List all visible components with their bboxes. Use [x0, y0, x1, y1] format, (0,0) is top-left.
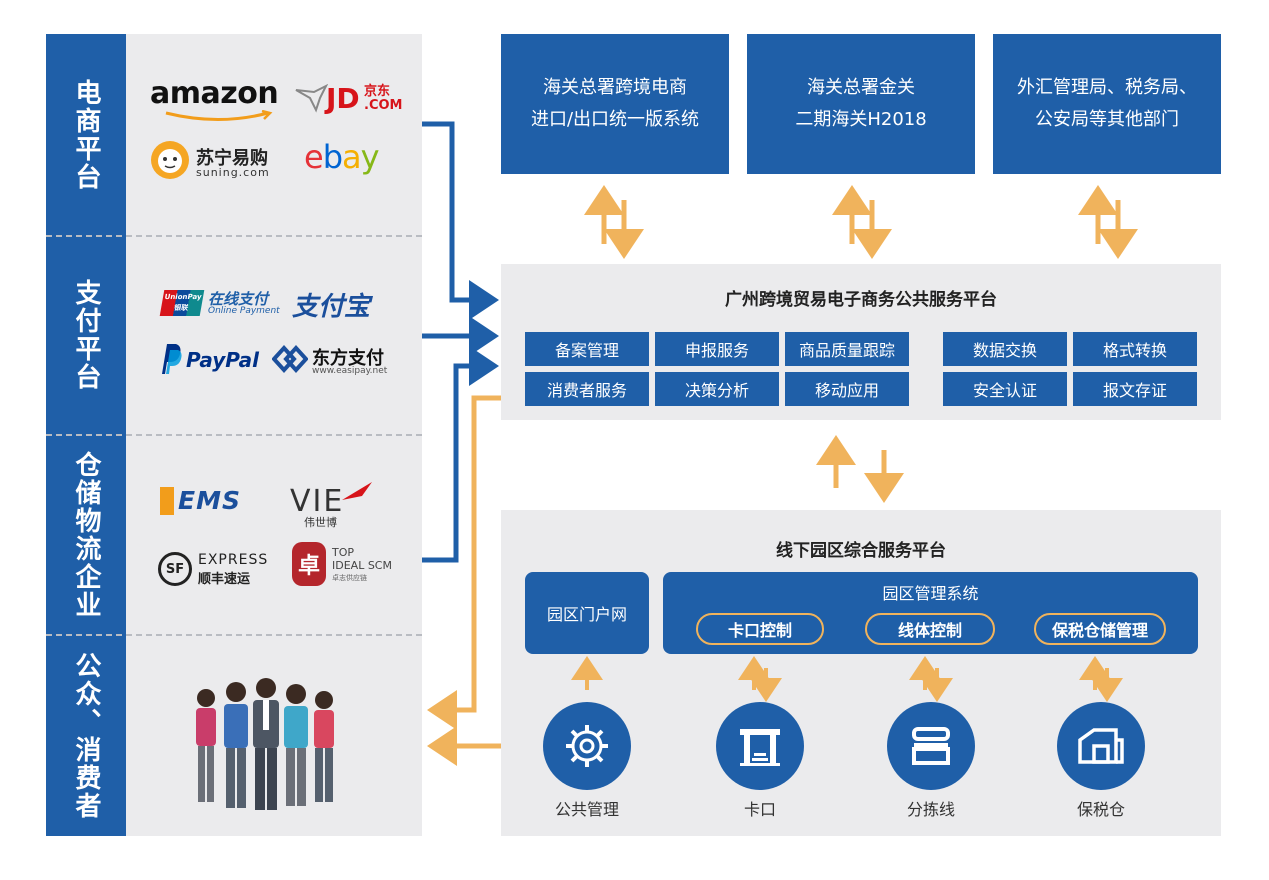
gate-icon: [716, 702, 804, 790]
system-box-customs-h2018: 海关总署金关二期海关H2018: [747, 34, 975, 174]
online-payment-en: Online Payment: [208, 306, 280, 316]
vie-logo: VIE: [290, 484, 345, 519]
suning-cn-text: 苏宁易购: [196, 148, 268, 169]
sorting-line-icon: [887, 702, 975, 790]
arrow-logistics-to-platform: [422, 346, 499, 563]
ebay-logo: ebay: [304, 138, 380, 176]
sf-badge: SF: [158, 552, 192, 586]
category-logistics: 仓储物流企业: [71, 450, 101, 619]
easipay-cn-text: 东方支付: [312, 348, 384, 369]
person-icon: [196, 689, 216, 802]
ems-logo: EMS: [160, 487, 241, 515]
platform-title: 广州跨境贸易电子商务公共服务平台: [725, 290, 997, 310]
paypal-icon: [162, 344, 182, 374]
warehouse-icon: [1057, 702, 1145, 790]
offline-title: 线下园区综合服务平台: [776, 541, 946, 561]
service-declaration: 申报服务: [655, 332, 779, 366]
jd-com-text: .COM: [364, 98, 403, 113]
arrow-platform-to-consumers: [427, 395, 501, 730]
node-label-bonded-warehouse: 保税仓: [1076, 800, 1125, 819]
node-label-sorting-line: 分拣线: [906, 800, 955, 819]
service-mobile: 移动应用: [785, 372, 909, 406]
system-box-customs-unified: 海关总署跨境电商进口/出口统一版系统: [501, 34, 729, 174]
top-ideal-badge: 卓: [292, 542, 326, 586]
service-quality-tracking: 商品质量跟踪: [785, 332, 909, 366]
service-consumer: 消费者服务: [525, 372, 649, 406]
separator: [46, 235, 422, 237]
service-decision-analysis: 决策分析: [655, 372, 779, 406]
double-arrow-icon: [816, 435, 904, 503]
sf-cn-text: 顺丰速运: [198, 572, 251, 587]
consumers-illustration: [196, 678, 334, 810]
service-message-evidence: 报文存证: [1073, 372, 1197, 406]
service-format-conversion: 格式转换: [1073, 332, 1197, 366]
person-icon: [284, 684, 308, 806]
amazon-smile-icon: [165, 110, 273, 121]
person-icon: [224, 682, 248, 808]
top-ideal-l1: TOP: [332, 546, 355, 559]
separator: [46, 434, 422, 436]
system-box-other-departments: 外汇管理局、税务局、公安局等其他部门: [993, 34, 1221, 174]
double-arrow-icon: [1078, 185, 1138, 259]
double-arrow-icon: [832, 185, 892, 259]
person-icon: [314, 691, 334, 802]
sf-en-text: EXPRESS: [198, 552, 269, 568]
service-security-auth: 安全认证: [943, 372, 1067, 406]
gear-icon: [543, 702, 631, 790]
separator: [46, 634, 422, 636]
double-arrow-icon: [584, 185, 644, 259]
suning-lion-icon: [151, 141, 189, 179]
top-ideal-l3: 卓志供应链: [332, 574, 367, 582]
pill-gate-control: 卡口控制: [696, 613, 824, 645]
arrow-ecommerce-to-platform: [422, 121, 499, 320]
service-filing: 备案管理: [525, 332, 649, 366]
node-label-public-management: 公共管理: [554, 800, 619, 819]
park-portal: 园区门户网: [525, 572, 649, 654]
top-ideal-l2: IDEAL SCM: [332, 559, 392, 572]
paypal-logo: PayPal: [186, 348, 260, 372]
amazon-logo: amazon: [150, 76, 279, 121]
pill-bonded-warehouse: 保税仓储管理: [1034, 613, 1166, 645]
pill-line-control: 线体控制: [865, 613, 995, 645]
jd-dog-icon: [295, 84, 328, 113]
jd-cn-text: 京东: [364, 84, 391, 99]
node-label-gate: 卡口: [743, 800, 776, 819]
service-data-exchange: 数据交换: [943, 332, 1067, 366]
vie-cn-text: 伟世博: [304, 516, 337, 529]
park-management-title: 园区管理系统: [882, 584, 979, 603]
category-consumers: 公众、消费者: [71, 651, 101, 820]
easipay-en-text: www.easipay.net: [312, 366, 388, 376]
category-ecommerce: 电商平台: [71, 78, 101, 191]
vie-swoosh-icon: [342, 482, 372, 500]
alipay-logo: 支付宝: [292, 292, 371, 322]
easipay-icon: [272, 345, 308, 373]
person-icon: [253, 678, 279, 810]
online-payment-cn: 在线支付: [208, 290, 269, 308]
jd-logo: JD: [326, 82, 360, 115]
category-payment: 支付平台: [71, 279, 101, 391]
suning-en-text: suning.com: [196, 166, 270, 179]
